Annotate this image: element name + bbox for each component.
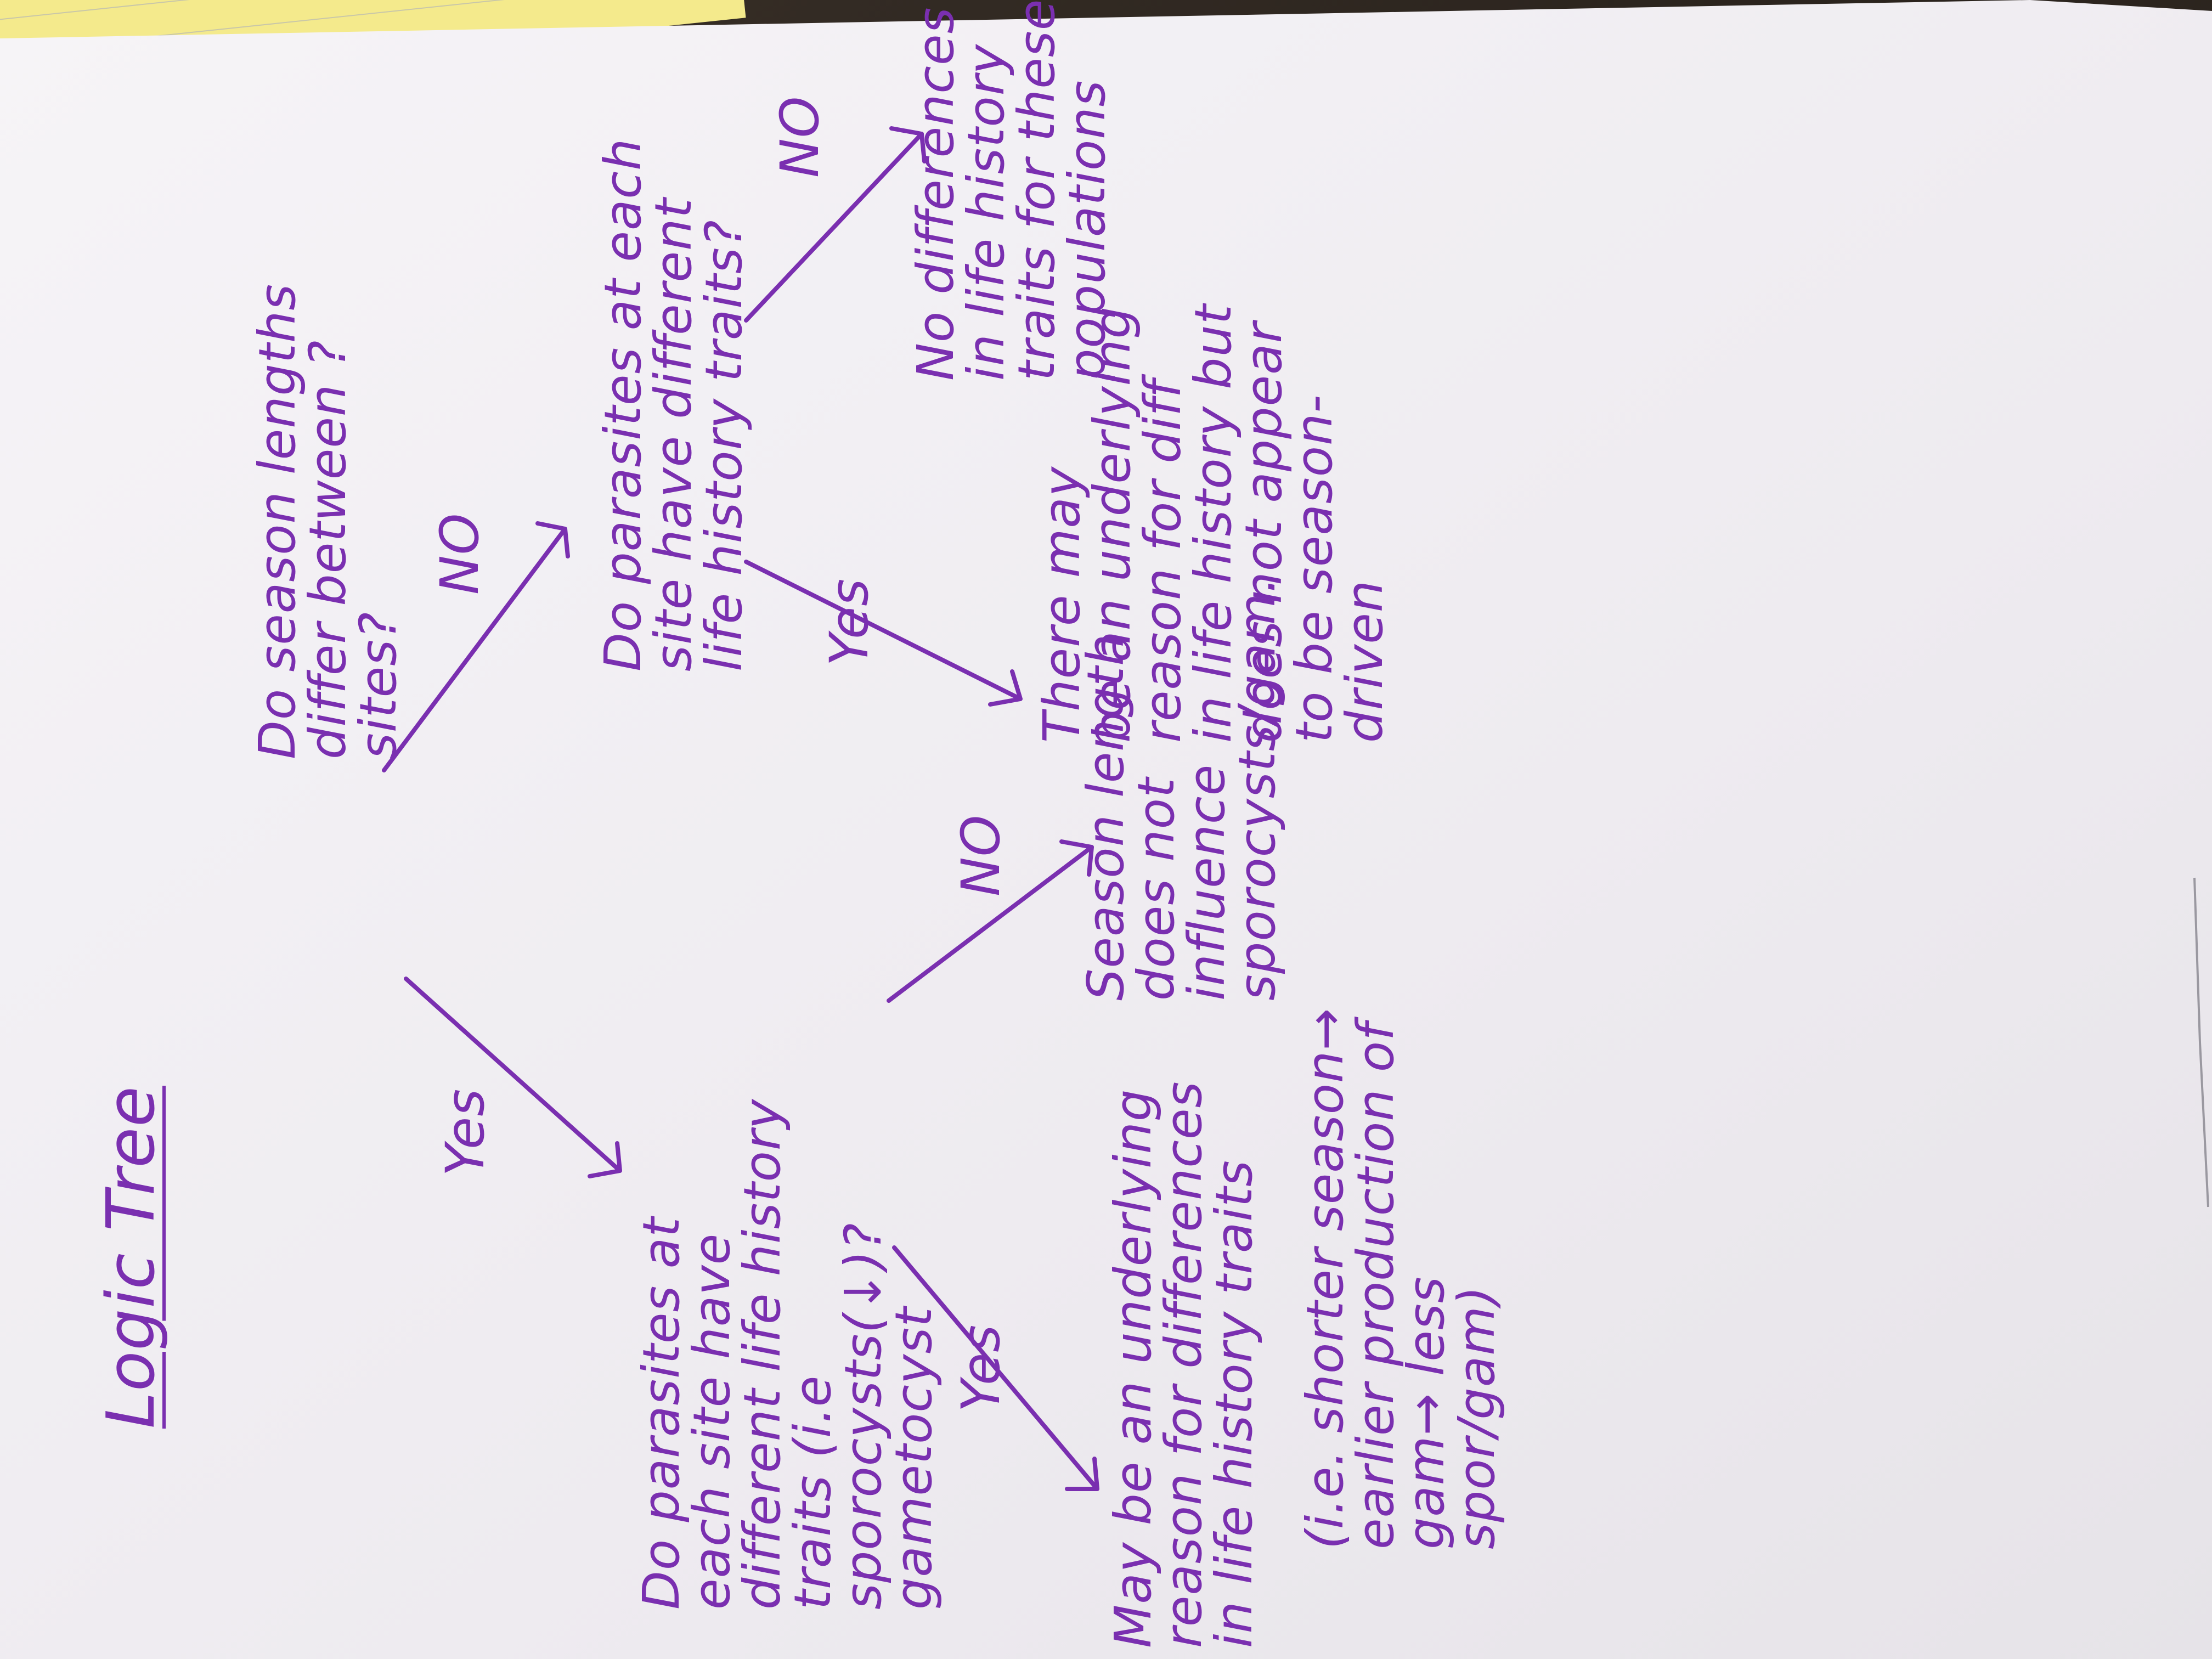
arrow-yes-to-no [887,839,1094,1003]
arrow-yes-to-yes [892,1245,1099,1491]
arrow-root-to-no [382,521,570,772]
arrow-no-to-yes [744,560,1023,707]
arrow-root-to-yes [404,977,622,1178]
arrow-no-to-no [744,126,927,323]
paper-edge-fold [2193,877,2209,1207]
